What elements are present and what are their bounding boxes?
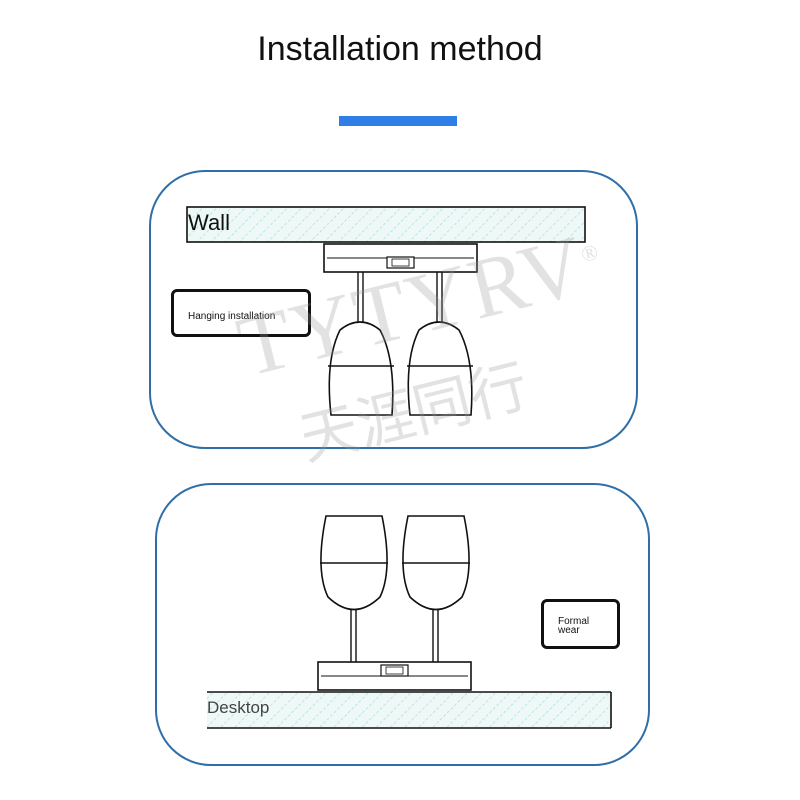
desktop-label: Desktop <box>207 698 270 717</box>
wall-label: Wall <box>188 210 230 235</box>
hanging-installation-text: Hanging installation <box>188 311 276 322</box>
rack-icon <box>323 243 478 273</box>
formal-wear-callout: Formal wear <box>541 599 620 649</box>
rack-icon <box>317 661 472 691</box>
hanging-installation-callout: Hanging installation <box>171 289 311 337</box>
wine-glass-icon <box>328 272 394 416</box>
wine-glass-icon <box>407 272 473 416</box>
formal-wear-line1: Formal <box>558 616 590 627</box>
wine-glass-icon <box>402 515 470 662</box>
wall-surface-icon <box>186 206 586 243</box>
page-title: Installation method <box>257 30 543 68</box>
formal-wear-line2: wear <box>558 625 580 636</box>
desktop-surface-icon <box>207 691 612 729</box>
title-underline <box>339 116 457 126</box>
wine-glass-icon <box>320 515 388 662</box>
